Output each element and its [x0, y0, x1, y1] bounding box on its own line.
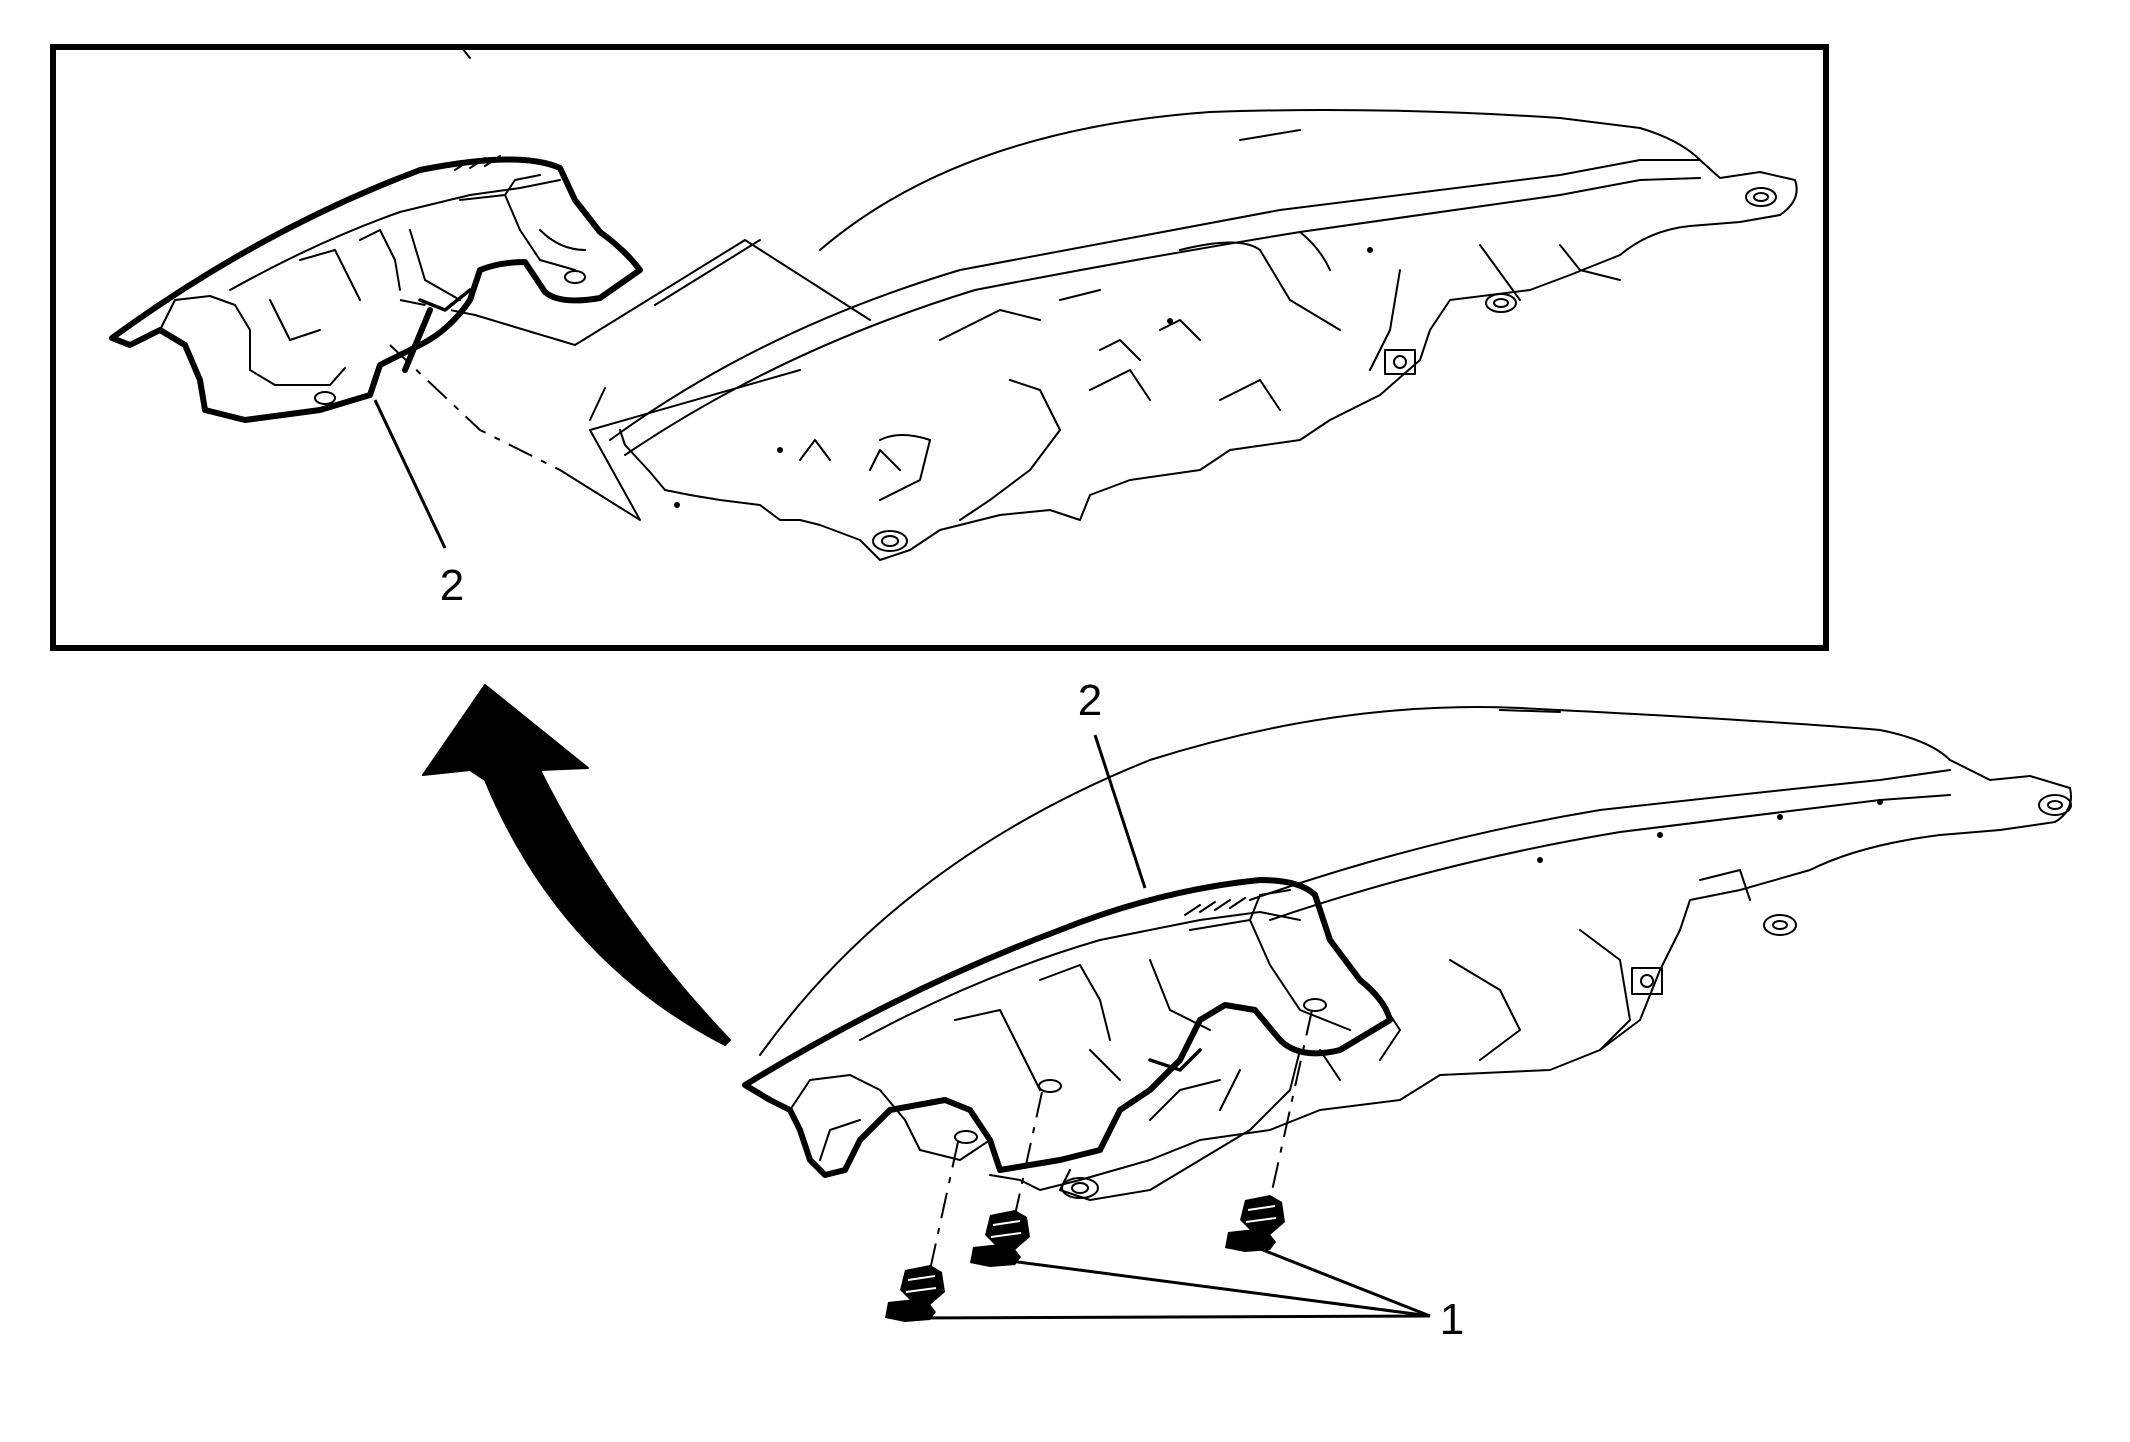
screw-alignment-lines	[929, 1009, 1313, 1271]
fastener-callout-label: 1	[1440, 1295, 1464, 1344]
removal-direction-arrow	[422, 684, 731, 1046]
fastener-screws	[885, 1195, 1285, 1322]
inset-bracket-part	[109, 155, 643, 423]
inset-detail-view: 2	[50, 44, 1829, 651]
inset-frame	[50, 44, 1829, 651]
inset-callout-label: 2	[440, 561, 464, 610]
main-callout-leader	[1093, 734, 1147, 889]
screw-middle	[970, 1210, 1030, 1267]
inset-housing	[609, 109, 1798, 561]
main-assembly-view: 1 2	[742, 676, 2072, 1344]
main-bracket-part	[742, 877, 1393, 1178]
fastener-callout-leaders	[911, 1246, 1431, 1320]
inset-callout-leader	[373, 399, 447, 549]
main-callout-label: 2	[1078, 676, 1102, 725]
screw-right	[1225, 1195, 1285, 1252]
inset-alignment-lines	[389, 239, 871, 521]
screw-left	[885, 1265, 945, 1322]
